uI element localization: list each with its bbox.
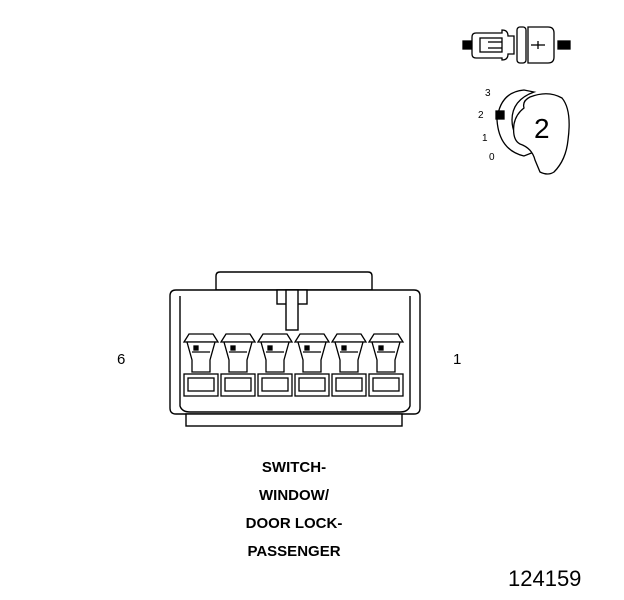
connector-caption: SWITCH- WINDOW/ DOOR LOCK- PASSENGER bbox=[214, 454, 374, 566]
key-position-label-2: 2 bbox=[478, 110, 484, 121]
connector-cavity bbox=[293, 333, 331, 397]
connector-cavity bbox=[182, 333, 220, 397]
key-number: 2 bbox=[534, 113, 550, 144]
caption-line-3: DOOR LOCK- bbox=[245, 515, 343, 532]
pin-label-right: 1 bbox=[453, 351, 462, 368]
caption-line-1: SWITCH- bbox=[261, 459, 327, 476]
caption-line-4: PASSENGER bbox=[247, 543, 341, 560]
figure-id: 124159 bbox=[508, 566, 582, 591]
key-position-label-0: 0 bbox=[489, 152, 495, 163]
connector-mating-icon bbox=[462, 26, 571, 64]
connector-cavity bbox=[219, 333, 257, 397]
connector-cavity bbox=[330, 333, 368, 397]
caption-line-2: WINDOW/ bbox=[259, 487, 329, 504]
key-position-label-3: 3 bbox=[485, 88, 491, 99]
key-position-label-1: 1 bbox=[482, 133, 488, 144]
pin-label-left: 6 bbox=[117, 351, 126, 368]
connector-cavity bbox=[367, 333, 405, 397]
key-position-icon bbox=[495, 89, 570, 175]
cavity-group bbox=[182, 333, 405, 397]
connector-cavity bbox=[256, 333, 294, 397]
